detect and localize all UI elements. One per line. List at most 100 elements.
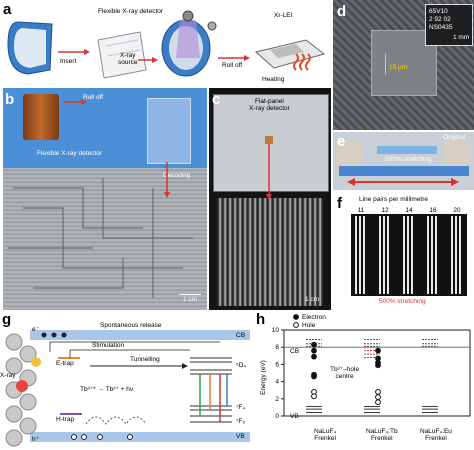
panel-d-letter: d bbox=[337, 3, 347, 20]
h-trap-label: H-trap bbox=[56, 416, 75, 423]
panel-c-letter: c bbox=[212, 91, 221, 108]
chart-frame bbox=[283, 329, 471, 417]
panel-e: Original 500% stretching bbox=[333, 132, 474, 190]
panel-a-illustration bbox=[0, 0, 331, 86]
e-trap-label: E-trap bbox=[56, 360, 74, 367]
chip-text-2: 2 92 02 bbox=[429, 16, 451, 23]
decoded-image bbox=[3, 168, 207, 310]
sample-chip bbox=[265, 136, 273, 144]
line-pair-caption: 500% stretching bbox=[379, 298, 426, 305]
hole-point bbox=[311, 393, 317, 400]
line-pair-stripe bbox=[355, 216, 357, 294]
tunnelling-label: Tunnelling bbox=[130, 356, 160, 363]
cb-label-h: CB bbox=[290, 348, 300, 355]
line-pair-stripe bbox=[451, 216, 453, 294]
stimulation-label: Stimulation bbox=[92, 342, 125, 349]
y-tick-label: 2 bbox=[275, 396, 279, 403]
panel-g-diagram bbox=[5, 330, 250, 447]
category-2: NaLuF₄:Tb Frenkel bbox=[366, 428, 398, 442]
legend-hole-marker bbox=[293, 322, 299, 328]
panel-g: g e⁻ Spontaneous release CB Stimulation … bbox=[0, 312, 252, 450]
line-pair-tick: 12 bbox=[381, 207, 389, 214]
panel-h-letter: h bbox=[256, 312, 266, 328]
roll-off-label-b: Roll off bbox=[83, 94, 104, 101]
stretched-label: 500% stretching bbox=[385, 156, 432, 163]
level-5d4: ⁵D₄ bbox=[236, 362, 247, 369]
panel-a: a Flexible X-ray detector X-ray source I… bbox=[0, 0, 331, 86]
category-3: NaLuF₄:Eu Frenkel bbox=[420, 428, 452, 442]
flexible-detector-label-b: Flexible X-ray detector bbox=[37, 150, 103, 157]
line-pair-tick: 20 bbox=[453, 207, 461, 214]
e-minus-label: e⁻ bbox=[32, 326, 40, 333]
vb-label-g: VB bbox=[236, 433, 245, 440]
legend-hole: Hole bbox=[302, 322, 316, 329]
original-strip bbox=[377, 146, 437, 154]
vb-label-h: VB bbox=[290, 413, 299, 420]
hole-point bbox=[375, 389, 381, 395]
chip-text-1: 65V10 bbox=[429, 8, 448, 15]
xr-lei-label: Xr-LEI bbox=[274, 12, 293, 19]
chip-text-3: NS0435 bbox=[429, 24, 453, 31]
line-pair-stripe bbox=[379, 216, 381, 294]
line-pairs-title: Line pairs per millimetre bbox=[359, 196, 428, 203]
line-pair-tick: 11 bbox=[358, 207, 365, 214]
line-pair-stripe bbox=[359, 216, 361, 294]
line-pair-tick: 16 bbox=[429, 207, 437, 214]
electron-point bbox=[375, 347, 381, 354]
line-pair-stripe bbox=[427, 216, 429, 294]
electron-point bbox=[311, 341, 317, 348]
panel-g-letter: g bbox=[2, 312, 12, 328]
spontaneous-label: Spontaneous release bbox=[100, 322, 162, 329]
xray-label: X-ray bbox=[0, 372, 16, 379]
electron-point bbox=[311, 347, 317, 354]
xray-source-label: X-ray source bbox=[118, 52, 138, 66]
h-plus-label: h⁺ bbox=[32, 436, 40, 443]
category-1: NaLuF₄ Frenkel bbox=[314, 428, 337, 442]
panel-b-arrows bbox=[63, 99, 170, 198]
level-7f6: ⁷F₆ bbox=[236, 418, 245, 425]
y-tick-label: 8 bbox=[275, 344, 279, 351]
panel-c: Flat-panel X-ray detector 1 cm bbox=[209, 88, 331, 310]
inset-scale: 1 mm bbox=[453, 34, 470, 41]
line-pair-stripe bbox=[435, 216, 437, 294]
decoded-circuit-c bbox=[217, 198, 323, 306]
legend-electron-marker bbox=[293, 314, 299, 320]
electron-point bbox=[311, 353, 317, 360]
legend-electron: Electron bbox=[302, 314, 326, 321]
stretch-arrows bbox=[347, 178, 459, 186]
circuit-traces bbox=[8, 178, 193, 298]
rolled-detector-photo bbox=[23, 94, 59, 140]
panel-f-letter: f bbox=[337, 195, 342, 212]
scale-bar-c: 1 cm bbox=[305, 296, 320, 303]
y-tick-label: 10 bbox=[272, 327, 280, 334]
flat-panel-label: Flat-panel X-ray detector bbox=[249, 98, 290, 112]
line-pair-tick: 14 bbox=[405, 207, 413, 214]
line-pair-stripe bbox=[411, 216, 413, 294]
line-pair-stripe bbox=[363, 216, 365, 294]
line-pair-stripe bbox=[383, 216, 385, 294]
original-label: Original bbox=[443, 134, 466, 141]
annotation-label: Tb³⁺–hole centre bbox=[330, 366, 360, 380]
cb-label-g: CB bbox=[236, 332, 246, 339]
roll-off-label: Roll off bbox=[222, 62, 243, 69]
level-7f4: ⁷F₄ bbox=[236, 404, 245, 411]
line-pair-stripe bbox=[431, 216, 433, 294]
reaction-label: Tb³⁺* → Tb³⁺ + hν bbox=[80, 386, 134, 393]
panel-c-arrow bbox=[266, 144, 272, 200]
electron-point bbox=[375, 359, 381, 366]
hole-point bbox=[375, 394, 381, 400]
ylabel: Energy (eV) bbox=[259, 360, 267, 395]
panel-f-lines: 11 12 14 16 20 bbox=[355, 207, 461, 294]
heating-label: Heating bbox=[262, 76, 285, 83]
y-tick-label: 6 bbox=[275, 361, 279, 368]
line-pair-stripe bbox=[459, 216, 461, 294]
panel-b-letter: b bbox=[5, 91, 15, 108]
scale-bar-line-b bbox=[179, 294, 201, 295]
insert-label: Insert bbox=[60, 58, 77, 65]
chip-inset bbox=[425, 4, 473, 46]
flexible-detector-label: Flexible X-ray detector bbox=[98, 8, 164, 15]
decoding-label: Decoding bbox=[163, 172, 191, 179]
measure-line bbox=[385, 54, 386, 74]
